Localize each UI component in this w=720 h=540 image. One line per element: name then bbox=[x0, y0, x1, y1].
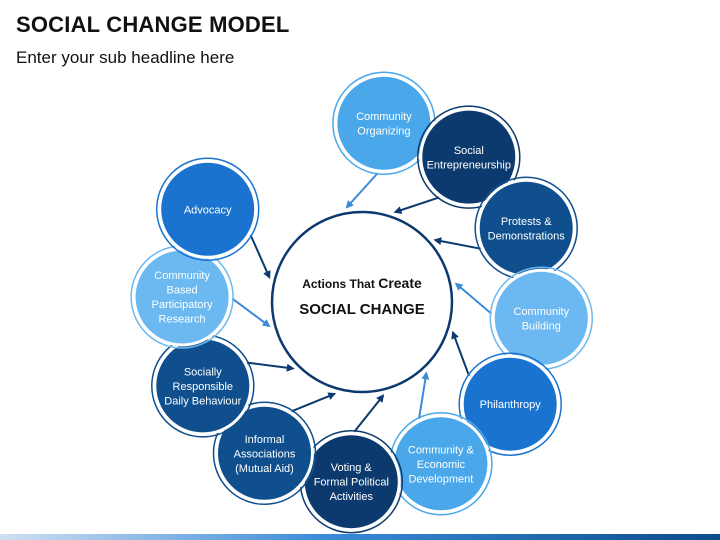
node-circle bbox=[476, 178, 576, 278]
node-philanthropy: Philanthropy bbox=[458, 352, 562, 456]
connector-advocacy bbox=[249, 234, 271, 280]
node-label-line: Protests & bbox=[501, 216, 552, 228]
node-circle bbox=[334, 73, 434, 173]
bottom-accent-bar bbox=[0, 534, 720, 540]
outer-nodes: CommunityOrganizingSocialEntrepreneurshi… bbox=[130, 71, 594, 534]
connector-social-entrepreneurship bbox=[393, 196, 440, 214]
node-outline bbox=[458, 352, 562, 456]
connector-socially-responsible-daily-behaviour bbox=[246, 361, 295, 372]
node-label-line: Entrepreneurship bbox=[427, 159, 511, 171]
page-subtitle: Enter your sub headline here bbox=[16, 48, 235, 67]
node-label-line: Economic bbox=[417, 459, 466, 471]
node-label-line: Socially bbox=[184, 366, 222, 378]
connector-community-organizing bbox=[345, 172, 379, 209]
node-label-line: Organizing bbox=[357, 126, 410, 138]
node-label-line: Associations bbox=[234, 448, 296, 460]
connector-philanthropy bbox=[451, 330, 470, 377]
node-label-line: Daily Behaviour bbox=[164, 395, 241, 407]
node-label-line: Philanthropy bbox=[480, 399, 542, 411]
node-outline bbox=[417, 105, 521, 209]
node-protests-demonstrations: Protests & Demonstrations bbox=[474, 176, 578, 280]
node-label-line: Voting & bbox=[331, 462, 373, 474]
connector-lines bbox=[231, 172, 493, 433]
node-label-line: Informal bbox=[245, 434, 285, 446]
connector-protests-demonstrations bbox=[433, 237, 481, 250]
node-advocacy: Advocacy bbox=[155, 157, 260, 262]
connector-voting-formal-political-activities bbox=[353, 394, 385, 433]
node-label-line: Advocacy bbox=[184, 204, 232, 216]
node-label-line: Formal Political bbox=[314, 477, 389, 489]
node-label-line: Research bbox=[159, 314, 206, 326]
node-outline bbox=[212, 401, 317, 506]
connector-community-building bbox=[454, 282, 493, 315]
node-label-line: Social bbox=[454, 145, 484, 157]
node-label-line: Development bbox=[408, 473, 473, 485]
node-circle bbox=[132, 247, 232, 347]
node-circle bbox=[491, 268, 591, 368]
center-line1: Actions That Create bbox=[302, 275, 422, 291]
node-label-line: Activities bbox=[330, 491, 374, 503]
node-label-line: Community & bbox=[408, 444, 475, 456]
node-label-line: Building bbox=[522, 321, 561, 333]
node-label-line: Community bbox=[513, 306, 569, 318]
center-line2: SOCIAL CHANGE bbox=[299, 301, 425, 318]
connector-informal-associations bbox=[291, 392, 337, 413]
node-label-line: Based bbox=[166, 285, 197, 297]
page-title: SOCIAL CHANGE MODEL bbox=[16, 12, 290, 37]
center-circle: Actions That Create SOCIAL CHANGE bbox=[270, 210, 454, 394]
node-label-line: Responsible bbox=[173, 381, 234, 393]
node-circle bbox=[460, 354, 560, 454]
node-circle bbox=[419, 107, 519, 207]
node-label-line: Community bbox=[356, 111, 412, 123]
connector-community-economic-development bbox=[418, 371, 430, 419]
node-label-line: Demonstrations bbox=[488, 231, 566, 243]
node-label-line: Participatory bbox=[152, 299, 214, 311]
node-circle bbox=[158, 159, 258, 259]
connector-community-based-participatory-research bbox=[231, 297, 271, 328]
node-label-line: (Mutual Aid) bbox=[235, 463, 294, 475]
node-label-line: Community bbox=[154, 270, 210, 282]
node-circle bbox=[215, 403, 314, 503]
node-outline bbox=[155, 157, 260, 262]
